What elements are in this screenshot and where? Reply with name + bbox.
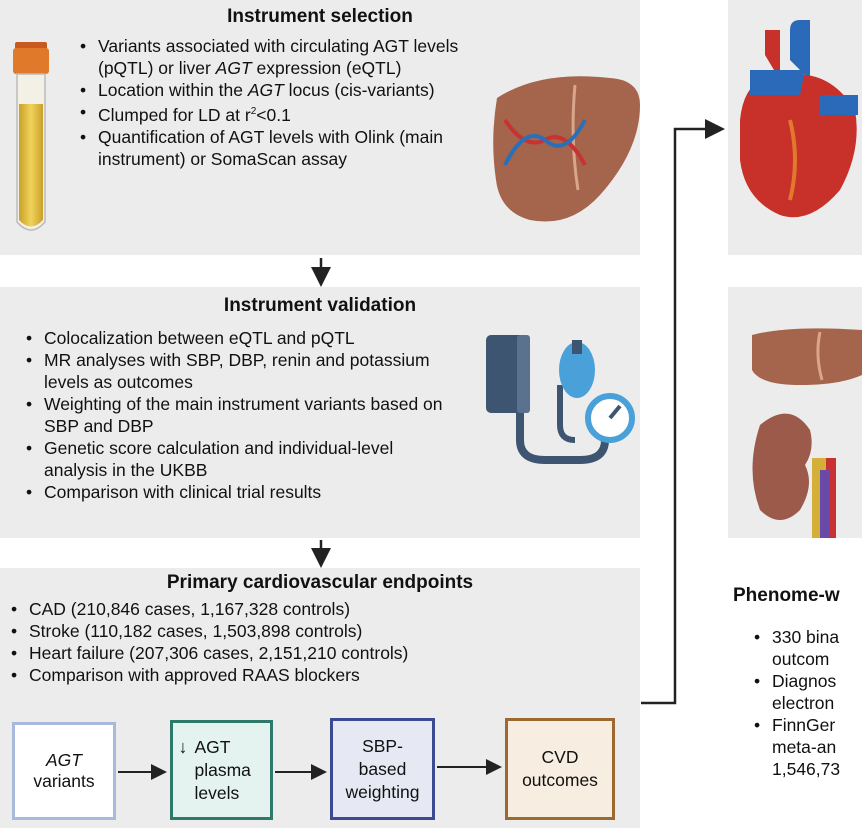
kidney-icon — [752, 413, 836, 538]
primary-endpoints-title: Primary cardiovascular endpoints — [166, 572, 474, 593]
blood-tube-icon — [13, 42, 49, 231]
list-item: Genetic score calculation and individual… — [20, 437, 460, 481]
arrow-icon — [641, 119, 725, 705]
list-item: Weighting of the main instrument variant… — [20, 393, 460, 437]
instrument-selection-title: Instrument selection — [227, 6, 413, 27]
phenome-title: Phenome-w — [733, 585, 840, 606]
list-item: Colocalization between eQTL and pQTL — [20, 327, 460, 349]
instrument-selection-list: Variants associated with circulating AGT… — [74, 35, 494, 170]
list-item: Comparison with approved RAAS blockers — [5, 664, 625, 686]
list-item: CAD (210,846 cases, 1,167,328 controls) — [5, 598, 625, 620]
blood-pressure-monitor-icon — [486, 335, 635, 464]
sbp-weighting-label: SBP-based weighting — [345, 735, 420, 802]
list-item: MR analyses with SBP, DBP, renin and pot… — [20, 349, 460, 393]
list-item: Stroke (110,182 cases, 1,503,898 control… — [5, 620, 625, 642]
agt-plasma-label: plasma levels — [194, 759, 251, 803]
list-item: Quantification of AGT levels with Olink … — [74, 126, 494, 170]
primary-endpoints-list: CAD (210,846 cases, 1,167,328 controls) … — [5, 598, 625, 686]
cvd-outcomes-box: CVD outcomes — [505, 718, 615, 820]
heart-icon — [740, 20, 858, 218]
list-item: Clumped for LD at r2<0.1 — [74, 101, 494, 126]
liver-icon — [752, 328, 862, 385]
liver-dna-icon — [493, 76, 640, 222]
instrument-validation-list: Colocalization between eQTL and pQTL MR … — [20, 327, 460, 503]
list-item: Heart failure (207,306 cases, 2,151,210 … — [5, 642, 625, 664]
agt-variants-label: variants — [33, 771, 95, 791]
cvd-outcomes-label: CVD outcomes — [522, 747, 598, 790]
instrument-validation-panel: Instrument validation Colocalization bet… — [0, 287, 640, 538]
list-item: Variants associated with circulating AGT… — [74, 35, 494, 79]
sbp-weighting-box: SBP-based weighting — [330, 718, 435, 820]
list-item: Comparison with clinical trial results — [20, 481, 460, 503]
instrument-validation-title: Instrument validation — [223, 295, 417, 316]
list-item: Location within the AGT locus (cis-varia… — [74, 79, 494, 101]
down-arrow-icon: ↓ — [178, 736, 188, 757]
